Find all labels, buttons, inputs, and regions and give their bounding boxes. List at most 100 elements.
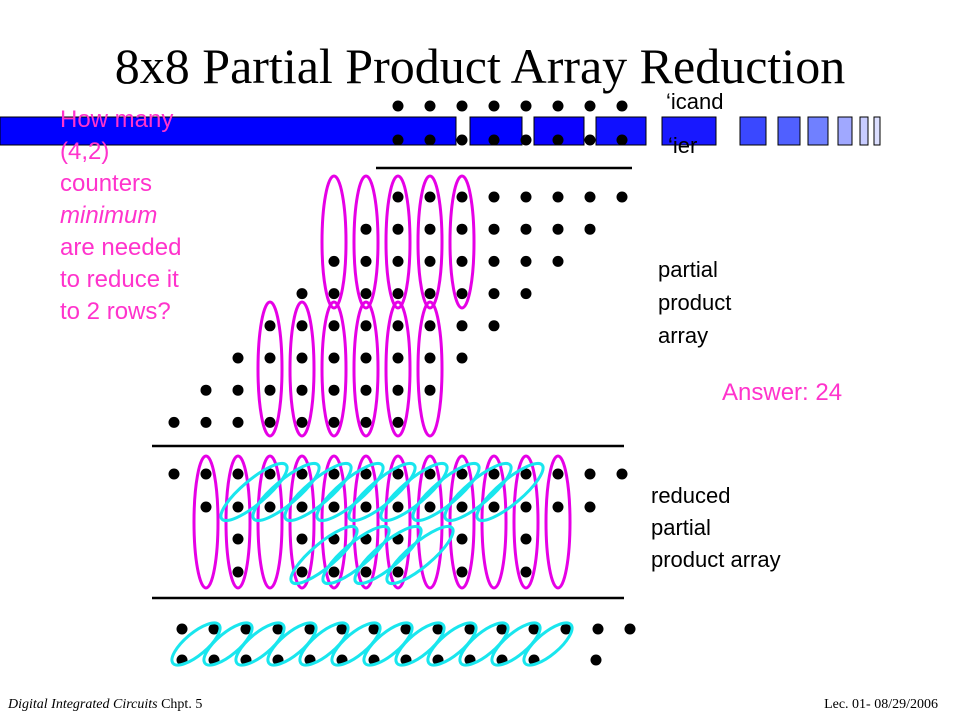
bit-dot	[488, 468, 500, 480]
bit-dot	[328, 468, 340, 480]
bit-dot	[232, 384, 244, 396]
bit-dot	[456, 255, 468, 267]
bit-dot	[488, 288, 500, 300]
bit-dot	[392, 320, 404, 332]
bit-dot	[392, 384, 404, 396]
blue-bar-segment	[777, 116, 801, 146]
bit-dot	[528, 623, 540, 635]
footer-course-title: Digital Integrated Circuits	[8, 697, 158, 712]
bit-dot	[200, 416, 212, 428]
bit-dot	[168, 468, 180, 480]
bit-dot	[552, 134, 564, 146]
bit-dot	[264, 320, 276, 332]
bit-dot	[424, 100, 436, 112]
bit-dot	[392, 100, 404, 112]
bit-dot	[424, 384, 436, 396]
bit-dot	[552, 223, 564, 235]
counter-oval-cyan	[266, 621, 318, 667]
bit-dot	[168, 416, 180, 428]
counter-oval-magenta	[384, 300, 412, 438]
blue-bar-segment	[859, 116, 869, 146]
bit-dot	[296, 320, 308, 332]
bit-dot	[232, 501, 244, 513]
bit-dot	[584, 223, 596, 235]
bit-dot	[560, 623, 572, 635]
bit-dot	[456, 191, 468, 203]
bit-dot	[456, 320, 468, 332]
bit-dot	[392, 134, 404, 146]
bit-dot	[488, 191, 500, 203]
bit-dot	[296, 384, 308, 396]
counter-oval-cyan	[458, 621, 510, 667]
bit-dot	[590, 654, 602, 666]
bit-dot	[424, 134, 436, 146]
bit-dot	[488, 320, 500, 332]
bit-dot	[296, 352, 308, 364]
bit-dot	[424, 223, 436, 235]
slide-title: 8x8 Partial Product Array Reduction	[114, 38, 846, 94]
bit-dot	[392, 352, 404, 364]
blue-bar-segment	[873, 116, 881, 146]
reduced-array-label-line: product array	[651, 547, 781, 572]
counter-oval-cyan	[330, 621, 382, 667]
counter-oval-magenta	[512, 454, 540, 590]
question-line: counters	[60, 170, 153, 197]
bit-dot	[336, 623, 348, 635]
bit-dot	[368, 623, 380, 635]
bit-dot	[360, 468, 372, 480]
question-line: are needed	[60, 234, 182, 261]
bit-dot	[496, 623, 508, 635]
bit-dot	[360, 352, 372, 364]
bit-dot	[520, 501, 532, 513]
bit-dot	[264, 501, 276, 513]
separator-lines	[152, 166, 632, 600]
footer-chapter: Chpt. 5	[161, 697, 203, 712]
bit-dot	[392, 501, 404, 513]
counter-oval-cyan	[426, 621, 478, 667]
bit-dot	[392, 191, 404, 203]
bit-dot	[328, 416, 340, 428]
reduced-array-label-line: reduced	[651, 483, 731, 508]
reduced-array-label-line: partial	[651, 515, 711, 540]
bit-dot	[200, 468, 212, 480]
counter-oval-magenta	[416, 174, 444, 310]
bit-dot	[520, 223, 532, 235]
bit-dot	[328, 320, 340, 332]
counter-oval-cyan	[475, 461, 545, 523]
bit-dot	[424, 288, 436, 300]
bit-dot	[520, 468, 532, 480]
bit-dot	[488, 100, 500, 112]
counter-oval-magenta	[352, 174, 380, 310]
bit-dot	[264, 416, 276, 428]
bit-dot	[456, 352, 468, 364]
bit-dot	[328, 384, 340, 396]
bit-dot	[200, 501, 212, 513]
bit-dot	[552, 255, 564, 267]
bit-dot	[360, 288, 372, 300]
blue-bar-segment	[739, 116, 767, 146]
blue-bar-segment	[837, 116, 853, 146]
bit-dot	[328, 566, 340, 578]
bit-dot	[264, 468, 276, 480]
bit-dot	[424, 501, 436, 513]
bit-dot	[456, 288, 468, 300]
bit-dot	[392, 416, 404, 428]
bit-dot	[360, 384, 372, 396]
partial-product-array-label-line: product	[658, 290, 732, 315]
footer-lecture: Lec. 01- 08/29/2006	[824, 697, 938, 712]
bit-dot	[520, 134, 532, 146]
bit-dot	[360, 566, 372, 578]
bit-dot	[264, 384, 276, 396]
counter-oval-cyan	[170, 621, 222, 667]
bit-dot	[616, 468, 628, 480]
question-line-emphasis: minimum	[60, 202, 158, 229]
bit-dot	[232, 566, 244, 578]
bit-dot	[424, 352, 436, 364]
bit-dot	[200, 384, 212, 396]
partial-product-array-label-line: partial	[658, 257, 718, 282]
bit-dot	[456, 468, 468, 480]
counter-oval-cyan	[234, 621, 286, 667]
bit-dot	[328, 352, 340, 364]
bit-dot	[296, 501, 308, 513]
